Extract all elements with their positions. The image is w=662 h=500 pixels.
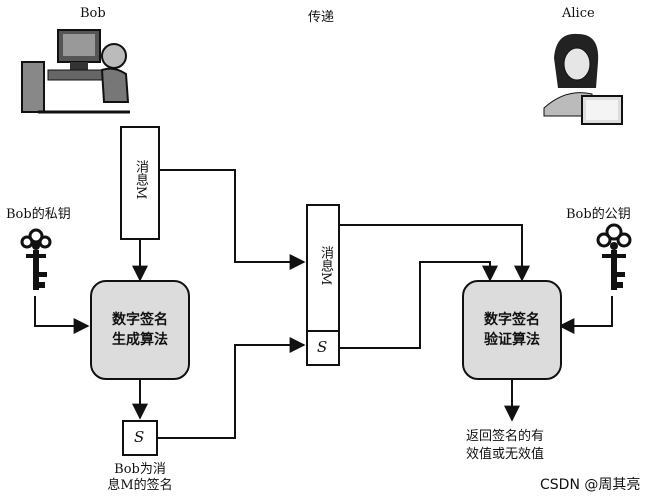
sign-algo-line1: 数字签名 (112, 312, 168, 328)
watermark: CSDN @周其亮 (540, 477, 641, 493)
sign-algo-line2: 生成算法 (112, 332, 168, 348)
bob-public-key-label: Bob的公钥 (566, 207, 631, 222)
alice-label: Alice (562, 6, 595, 21)
key-icon (20, 228, 52, 290)
signature-verification-algorithm: 数字签名 验证算法 (462, 280, 562, 380)
key-icon (596, 223, 632, 290)
message-box (120, 126, 160, 240)
transmitted-signature-box (306, 330, 340, 366)
person-with-laptop-icon (543, 33, 623, 125)
signature-s-label: S (134, 428, 145, 446)
verify-algo-line1: 数字签名 (484, 312, 540, 328)
transfer-label: 传递 (308, 10, 335, 25)
transmitted-message-label: 消息M (318, 246, 333, 286)
bob-signature-caption: Bob为消 息M的签名 (107, 462, 173, 493)
bob-label: Bob (80, 6, 106, 21)
verify-algo-line2: 验证算法 (484, 332, 540, 348)
transmitted-signature-s-label: S (317, 338, 328, 356)
signature-generation-algorithm: 数字签名 生成算法 (90, 280, 190, 380)
person-at-computer-icon (21, 29, 130, 114)
bob-private-key-label: Bob的私钥 (6, 207, 71, 222)
signature-box (122, 420, 158, 456)
result-caption: 返回签名的有 效值或无效值 (466, 429, 545, 462)
message-label: 消息M (133, 160, 148, 200)
